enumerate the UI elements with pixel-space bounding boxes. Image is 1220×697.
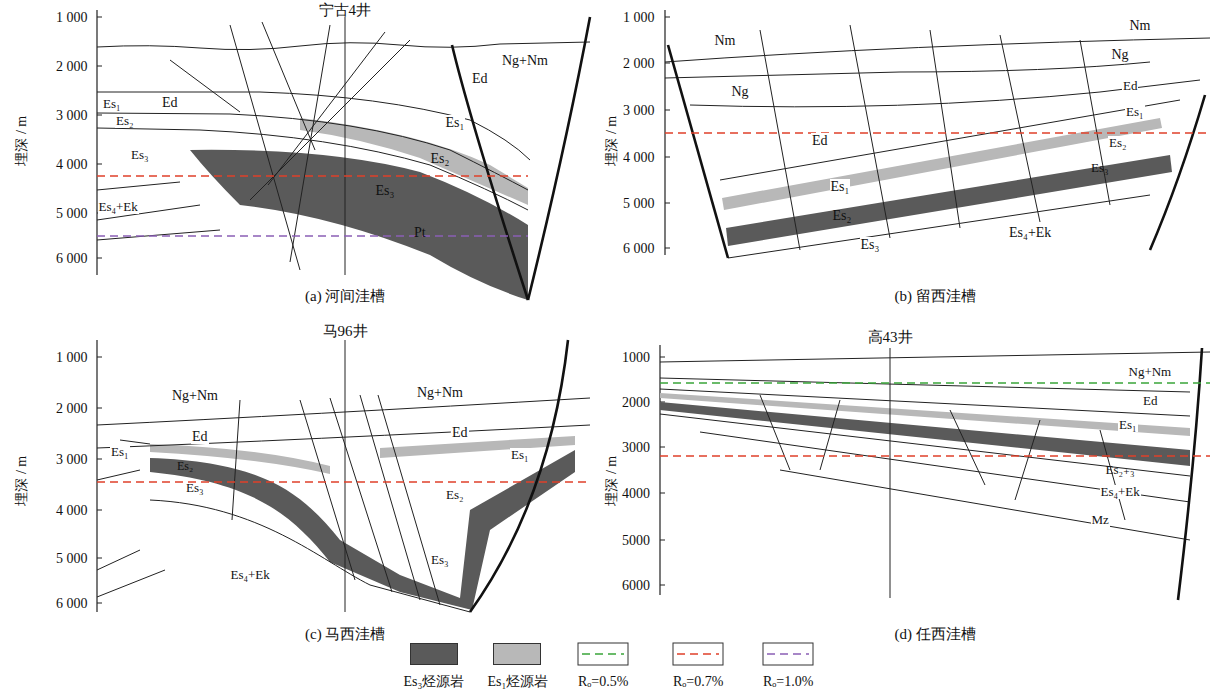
tick-label: 2 000 [56, 59, 88, 74]
section-label: 宁古4井 [319, 2, 372, 19]
tick-label: 4 000 [56, 157, 88, 172]
legend-swatch [493, 643, 541, 665]
section-label: Es₃ [431, 553, 449, 567]
section-b [665, 25, 1210, 258]
section-label: Es₁ [1125, 105, 1145, 119]
section-label: Es₂ [833, 208, 852, 223]
tick-label: 1 000 [623, 10, 655, 25]
tick-label: 3 000 [56, 108, 88, 123]
section-label: Ed [451, 425, 469, 440]
axis-title: 埋深 / m [14, 115, 29, 165]
section-label: Es₂ [177, 460, 193, 473]
section-label: (c) 马西洼槽 [305, 626, 385, 643]
section-label: Es₄+Ek [98, 200, 139, 214]
section-label: Ed [811, 133, 829, 148]
tick-label: 6 000 [623, 241, 655, 256]
legend-text: Es₁烃源岩 [488, 674, 549, 689]
section-label: Es₁ [102, 97, 122, 111]
tick-label: 1000 [622, 350, 650, 365]
section-label: Pt [414, 225, 426, 240]
tick-label: 4 000 [623, 150, 655, 165]
section-label: Mz [1091, 513, 1110, 527]
axis-title: 埋深 / m [14, 455, 29, 505]
section-label: Ed [1142, 394, 1158, 408]
section-label: Es₁ [110, 445, 130, 459]
legend-text: Rₒ=1.0% [763, 674, 813, 689]
section-label: Es₃ [130, 148, 150, 162]
axis-title: 埋深 / m [604, 455, 619, 505]
tick-label: 5 000 [56, 551, 88, 566]
tick-label: 2000 [622, 395, 650, 410]
tick-label: 6000 [622, 578, 650, 593]
tick-label: 4 000 [56, 503, 88, 518]
section-label: (d) 任西洼槽 [895, 626, 976, 643]
tick-label: 5 000 [623, 196, 655, 211]
section-label: Ng [1111, 47, 1130, 62]
section-label: Es₁ [1118, 418, 1138, 432]
section-label: Es₁ [510, 448, 530, 462]
section-label: Ng+Nm [416, 385, 464, 400]
tick-label: 1 000 [56, 350, 88, 365]
section-label: (a) 河间洼槽 [305, 288, 385, 305]
section-label: Es₃ [186, 481, 204, 495]
section-a [97, 17, 590, 300]
tick-label: 4000 [622, 486, 650, 501]
section-label: Ng+Nm [171, 388, 219, 403]
tick-label: 2 000 [623, 56, 655, 71]
section-label: Ed [191, 429, 209, 444]
section-label: Es₄+Ek [1008, 225, 1052, 240]
tick-label: 5 000 [56, 206, 88, 221]
axes [97, 10, 670, 612]
section-label: Es₃ [860, 237, 881, 252]
section-label: Nm [714, 33, 737, 48]
section-label: Es₂ [431, 151, 450, 166]
tick-label: 6 000 [56, 596, 88, 611]
legend-swatch [410, 643, 458, 665]
section-label: Ed [161, 95, 179, 110]
section-label: Es₃ [1091, 161, 1109, 175]
section-label: Nm [1129, 18, 1152, 33]
section-c [97, 340, 590, 612]
section-d [660, 348, 1210, 600]
section-label: Ed [1122, 79, 1138, 93]
section-label: 马96井 [323, 323, 368, 340]
section-label: 高43井 [868, 329, 913, 346]
tick-label: 3 000 [623, 103, 655, 118]
section-label: (b) 留西洼槽 [895, 288, 976, 305]
section-label: Es₂ [1108, 136, 1128, 150]
section-label: Es₂ [446, 488, 464, 502]
tick-label: 6 000 [56, 251, 88, 266]
tick-label: 1 000 [56, 10, 88, 25]
section-label: Ng [731, 84, 750, 99]
legend-text: Rₒ=0.7% [673, 674, 723, 689]
section-label: Ed [471, 71, 489, 86]
tick-label: 3 000 [56, 452, 88, 467]
legend-lines [578, 643, 813, 665]
legend-text: Rₒ=0.5% [578, 674, 628, 689]
tick-label: 2 000 [56, 401, 88, 416]
section-label: Ng+Nm [501, 53, 549, 68]
section-label: Es₁ [830, 179, 851, 194]
tick-label: 5000 [622, 533, 650, 548]
legend-text: Es₃烃源岩 [404, 674, 465, 689]
tick-label: 3000 [622, 440, 650, 455]
section-label: Es₂ [115, 114, 135, 128]
section-label: Es₄+Ek [230, 568, 271, 582]
section-label: Es₂₊₃ [1106, 463, 1135, 477]
section-label: Es₁ [445, 115, 466, 130]
section-label: Ng+Nm [1128, 365, 1173, 379]
axis-title: 埋深 / m [604, 115, 619, 165]
section-label: Es₃ [376, 183, 395, 198]
section-label: Es₄+Ek [1100, 485, 1141, 499]
